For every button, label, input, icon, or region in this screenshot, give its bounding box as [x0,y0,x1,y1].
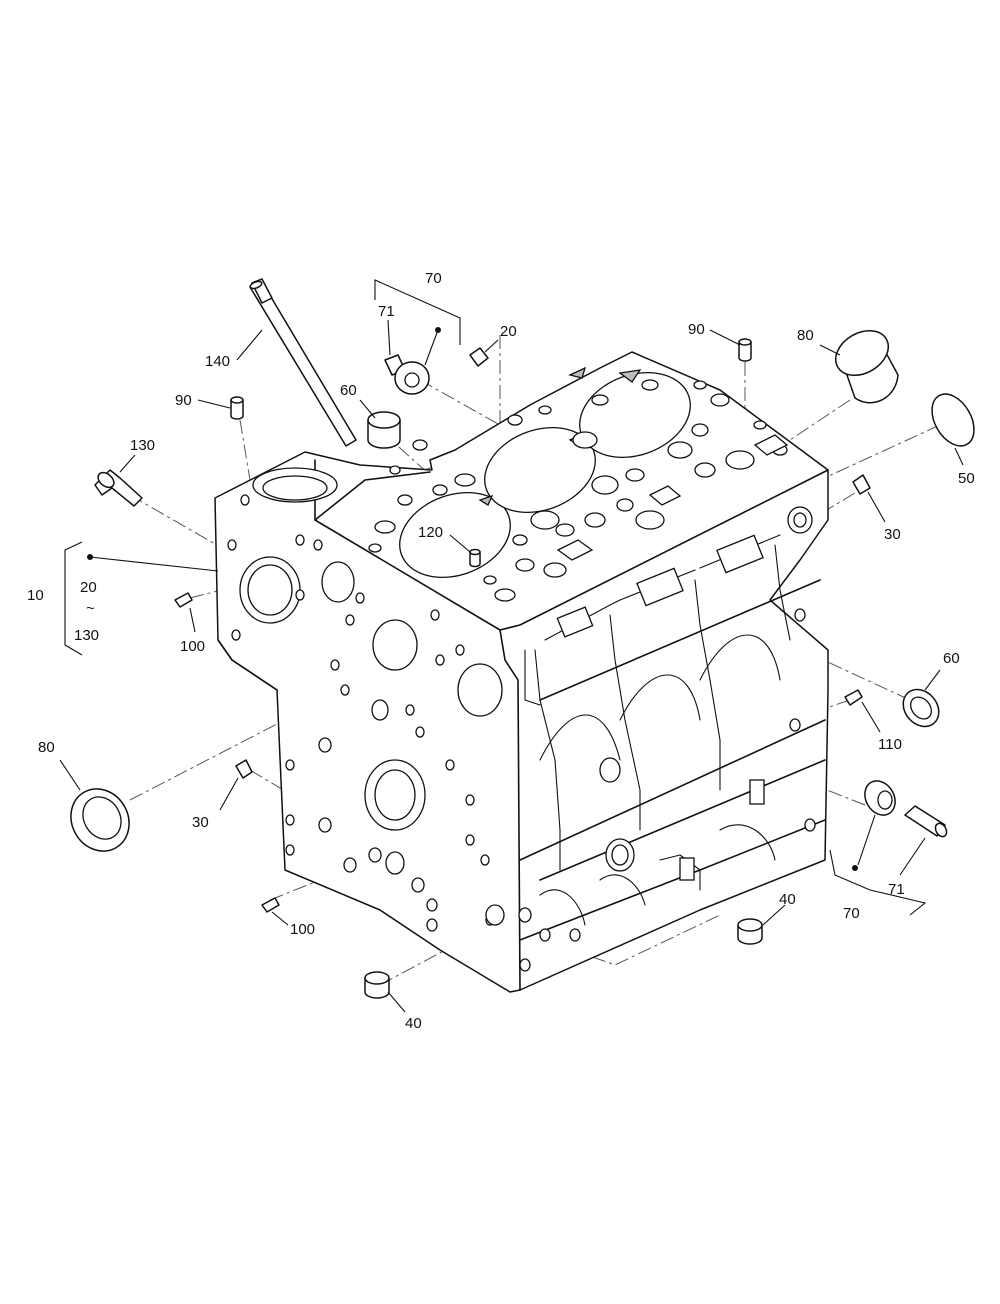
part-110-pin [844,689,863,706]
deck-bores [252,366,789,602]
callout-20-top: 20 [500,323,517,340]
part-100-top-pin [174,592,193,608]
part-90-right [738,338,752,362]
side-ribs [485,506,816,972]
callout-30-right: 30 [884,526,901,543]
part-60-top [367,411,401,449]
part-71-bottom-bolt [904,805,948,838]
callout-range-separator: ~ [86,600,95,617]
part-60-right [902,688,940,728]
part-20-plug-top [469,347,489,367]
callout-40-right: 40 [779,891,796,908]
callout-90-left: 90 [175,392,192,409]
part-90-left [230,396,244,420]
part-100-bottom-pin [261,897,280,913]
part-120-pin [469,548,481,568]
callout-20-range-start: 20 [80,579,97,596]
callout-50: 50 [958,470,975,487]
callout-10: 10 [27,587,44,604]
callout-30-left: 30 [192,814,209,831]
part-80-left-ring [70,788,130,852]
callout-80-left: 80 [38,739,55,756]
part-30-plug-right [852,474,871,495]
callout-130-range-end: 130 [74,627,99,644]
callout-100-bottom: 100 [290,921,315,938]
cylinder-block [214,351,829,993]
callout-labels: 70 71 20 140 90 60 130 90 80 50 30 120 1… [27,270,975,1032]
callout-70-top: 70 [425,270,442,287]
callout-70-bottom: 70 [843,905,860,922]
callout-71-bottom: 71 [888,881,905,898]
part-30-plug-left [235,759,253,779]
part-80-top-plug [835,329,899,404]
callout-60-right: 60 [943,650,960,667]
callout-100-top: 100 [180,638,205,655]
callout-110: 110 [878,736,902,753]
part-71-top [384,354,430,395]
callout-71-top: 71 [378,303,395,320]
part-130-stud [94,469,143,507]
callout-40-bottom: 40 [405,1015,422,1032]
part-50-cap [931,393,975,447]
dipstick-guide-tube [249,278,357,447]
leader-lines [59,279,964,1013]
callout-60-top: 60 [340,382,357,399]
callout-130: 130 [130,437,155,454]
callout-80-top: 80 [797,327,814,344]
callout-120: 120 [418,524,443,541]
part-40-bottom [364,971,390,999]
part-70-bottom [864,780,896,816]
callout-90-right: 90 [688,321,705,338]
part-40-right [737,918,763,945]
callout-140: 140 [205,353,230,370]
